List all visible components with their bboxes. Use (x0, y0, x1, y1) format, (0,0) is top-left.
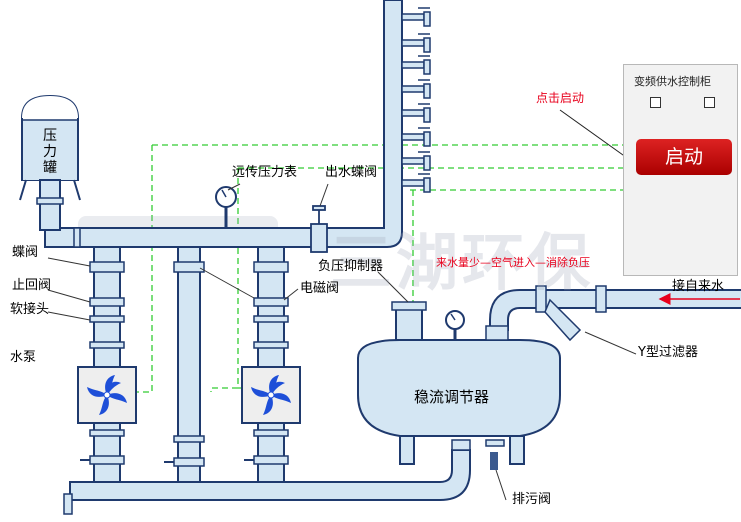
outlet-butterfly-valve-icon (310, 205, 328, 253)
control-cabinet: 变频供水控制柜 启动 (623, 64, 738, 276)
drain-valve-label: 排污阀 (512, 492, 552, 507)
remote-gauge-label: 远传压力表 (232, 165, 298, 180)
inlet-label: 接自来水 (672, 279, 725, 294)
pressure-tank (19, 94, 81, 231)
pressure-tank-label: 压力罐 (43, 128, 57, 176)
pump-label: 水泵 (10, 350, 37, 365)
negative-pressure-note: 来水量少—空气进入—消除负压 (436, 256, 590, 269)
start-button[interactable]: 启动 (636, 139, 732, 175)
control-cabinet-title: 变频供水控制柜 (634, 75, 711, 88)
header-flange (73, 227, 81, 248)
pointer-lines (47, 183, 637, 501)
indicator-light-left (650, 97, 661, 108)
remote-pressure-gauge-icon (215, 186, 237, 228)
click-start-label: 点击启动 (536, 91, 585, 105)
start-arrow (559, 109, 631, 161)
indicator-light-right (704, 97, 715, 108)
pump-column-1 (77, 246, 137, 483)
solenoid-valve-label: 电磁阀 (300, 281, 340, 296)
y-filter-label: Y型过滤器 (638, 345, 698, 360)
inlet-pipe (489, 285, 741, 342)
stabilizer-tank (357, 301, 561, 470)
butterfly-valve-label: 蝶阀 (12, 245, 39, 260)
negative-pressure-suppressor-label: 负压抑制器 (318, 259, 384, 274)
pump-column-2 (241, 246, 301, 483)
soft-joint-label: 软接头 (10, 302, 50, 317)
faucets (401, 7, 431, 193)
check-valve-label: 止回阀 (12, 278, 52, 293)
outlet-valve-label: 出水蝶阀 (325, 165, 378, 180)
main-header-pipe (44, 0, 403, 248)
watermark-text: 三湖环保 (330, 226, 595, 299)
stabilizer-label: 稳流调节器 (414, 388, 490, 406)
bypass-column (164, 246, 205, 483)
